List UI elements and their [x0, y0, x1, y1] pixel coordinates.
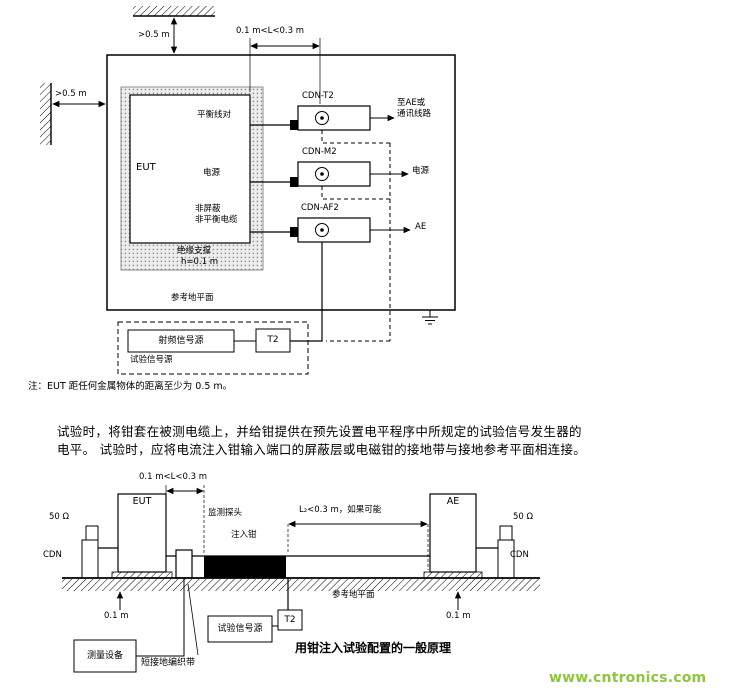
left-cdn-box: [81, 539, 99, 579]
cdn-m2-label: CDN-M2: [302, 147, 337, 157]
power-cable-label: 电源: [203, 168, 221, 178]
dim-l2-label: L₂<0.3 m，如果可能: [299, 505, 382, 515]
eut-box-bottom: [117, 493, 167, 573]
left-load-box: [85, 525, 99, 541]
note-text: 注：EUT 距任何金属物体的距离至少为 0.5 m。: [28, 381, 233, 392]
ohm-right-label: 50 Ω: [513, 512, 534, 522]
ground-plane-hatch: [62, 579, 540, 591]
wall-distance-label: >0.5 m: [55, 89, 87, 99]
cdn-right-label: CDN: [510, 550, 529, 560]
t2-label-top: T2: [267, 335, 279, 346]
unshielded-label-line2: 非平衡电缆: [195, 215, 238, 225]
right-load-box: [499, 525, 513, 541]
ground-plane-label-bottom: 参考地平面: [332, 590, 375, 600]
ceiling-hatch: [133, 6, 215, 16]
ae-label: AE: [446, 496, 460, 507]
cdn-m2-out-label: 电源: [412, 166, 430, 176]
bottom-diagram: [62, 485, 540, 673]
cdn-m2-box: [297, 161, 371, 187]
wall-hatch: [40, 83, 51, 145]
support-label-line2: h=0.1 m: [181, 257, 219, 267]
signal-source-label-top: 试验信号源: [130, 355, 173, 365]
eut-label: EUT: [136, 162, 156, 173]
ground-braid-label: 短接地编织带: [141, 658, 196, 668]
cdn-m2-connector: [290, 177, 298, 187]
ohm-left-label: 50 Ω: [49, 512, 70, 522]
t2-label-bottom: T2: [284, 614, 296, 625]
cdn-af2-label: CDN-AF2: [301, 203, 339, 213]
pedestal-height-right-label: 0.1 m: [446, 611, 471, 621]
ae-box: [429, 493, 477, 573]
support-label-line1: 绝缘支撑: [177, 246, 212, 256]
pedestal-height-left-label: 0.1 m: [104, 611, 129, 621]
watermark-text: www.cntronics.com: [549, 670, 707, 686]
body-paragraph-line1: 试验时，将钳套在被测电缆上，并给钳提供在预先设置电平程序中所规定的试验信号发生器…: [57, 424, 582, 439]
cdn-af2-out-label: AE: [415, 222, 427, 232]
measuring-equipment-box: [73, 639, 137, 673]
cdn-distance-label: 0.1 m<L<0.3 m: [236, 26, 304, 36]
cdn-t2-label: CDN-T2: [302, 91, 334, 101]
eut-box: [129, 94, 251, 244]
test-signal-source-group: [117, 321, 309, 375]
unshielded-label-line1: 非屏蔽: [195, 204, 221, 214]
top-diagram: [40, 6, 456, 375]
signal-source-label-bottom: 试验信号源: [217, 623, 263, 634]
cdn-af2-connector: [290, 227, 298, 237]
rf-source-label: 射频信号源: [158, 335, 204, 346]
injection-clamp: [204, 556, 286, 578]
cdn-af2-box: [297, 217, 371, 243]
injection-clamp-label: 注入钳: [231, 530, 257, 540]
monitor-probe-box: [175, 549, 193, 579]
figure-caption: 用钳注入试验配置的一般原理: [295, 641, 452, 655]
ceiling-distance-label: >0.5 m: [138, 30, 170, 40]
signal-source-box-bottom: [207, 615, 273, 643]
monitor-probe-label: 监测探头: [208, 508, 243, 518]
cdn-t2-box: [297, 105, 371, 131]
measuring-equipment-label: 测量设备: [86, 650, 123, 661]
balanced-pair-label: 平衡线对: [197, 110, 232, 120]
cdn-left-label: CDN: [43, 550, 62, 560]
ground-plane-label-top: 参考地平面: [171, 293, 214, 303]
t2-box-bottom: [277, 609, 303, 631]
cdn-t2-connector: [290, 120, 298, 130]
reference-ground-plane-box: [106, 54, 456, 311]
eut-label-bottom: EUT: [132, 496, 152, 507]
dim-l-label: 0.1 m<L<0.3 m: [139, 472, 207, 482]
cdn-t2-out-label-line2: 通讯线路: [397, 109, 432, 119]
body-paragraph-line2: 电平。 试验时，应将电流注入钳输入端口的屏蔽层或电磁钳的接地带与接地参考平面相连…: [57, 442, 587, 457]
earth-symbol: [422, 310, 438, 325]
cdn-t2-out-label-line1: 至AE或: [397, 98, 426, 108]
